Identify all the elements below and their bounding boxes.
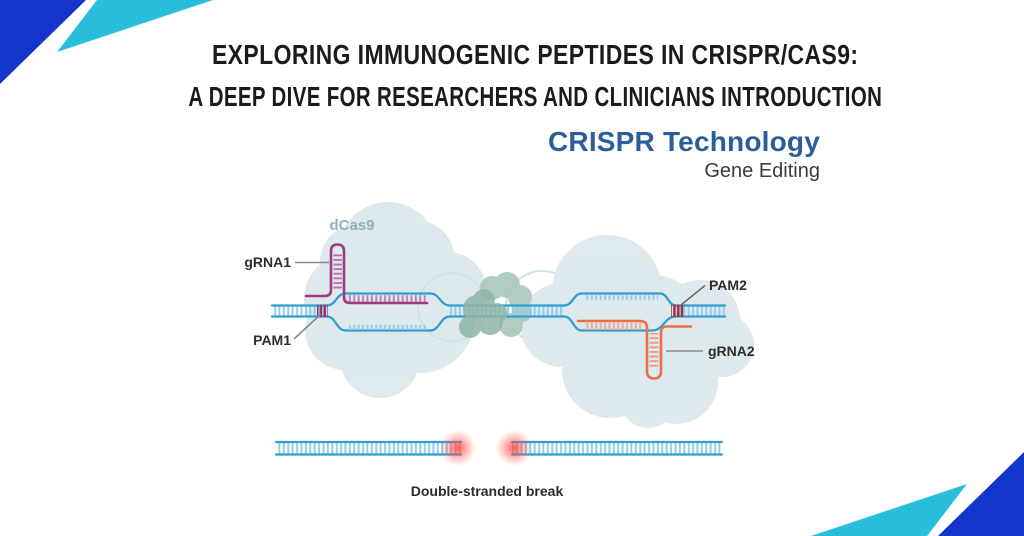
- page-title-line2: A DEEP DIVE FOR RESEARCHERS AND CLINICIA…: [188, 81, 882, 112]
- grna2-molecule: [576, 319, 693, 380]
- corner-bottom-right-blue-triangle: [938, 452, 1024, 536]
- label-pointer-lines: [293, 261, 706, 352]
- pam1-pointer-line: [293, 313, 322, 340]
- effector-protein-cluster-front: [459, 289, 507, 338]
- pam2-site: [671, 304, 684, 317]
- break-glow-right: [496, 430, 532, 466]
- bubble2-top-strand-ticks: [584, 295, 658, 301]
- broken-dna: [274, 430, 724, 466]
- break-glow-left: [440, 430, 476, 466]
- page-title: EXPLORING IMMUNOGENIC PEPTIDES IN CRISPR…: [46, 40, 1024, 112]
- gene-editing-subheading: Gene Editing: [704, 160, 820, 182]
- pam2-pointer-line: [680, 284, 706, 306]
- grna1-molecule: [304, 243, 429, 305]
- corner-top-left-cyan-triangle: [57, 0, 213, 52]
- dcas9-label: dCas9: [329, 217, 374, 234]
- grna2-dna-pairing-rungs: [584, 322, 642, 330]
- effector-protein-cluster-back: [480, 272, 532, 337]
- bubble1-bottom-strand-ticks: [348, 324, 428, 330]
- grna2-label: gRNA2: [708, 343, 755, 359]
- corner-top-left-blue-triangle: [0, 0, 86, 84]
- crispr-technology-heading-block: CRISPR Technology Gene Editing: [548, 127, 820, 183]
- pam1-site: [317, 304, 328, 317]
- page-title-line1: EXPLORING IMMUNOGENIC PEPTIDES IN CRISPR…: [211, 39, 859, 70]
- break-caption: Double-stranded break: [411, 483, 564, 499]
- pam2-label: PAM2: [709, 277, 747, 293]
- pam1-label: PAM1: [253, 332, 291, 348]
- grna1-label: gRNA1: [244, 254, 291, 270]
- grna1-dna-pairing-rungs: [348, 295, 426, 303]
- corner-bottom-right-cyan-triangle: [811, 484, 967, 536]
- dcas9-blob-left: [304, 202, 486, 398]
- crispr-technology-heading: CRISPR Technology: [547, 126, 820, 157]
